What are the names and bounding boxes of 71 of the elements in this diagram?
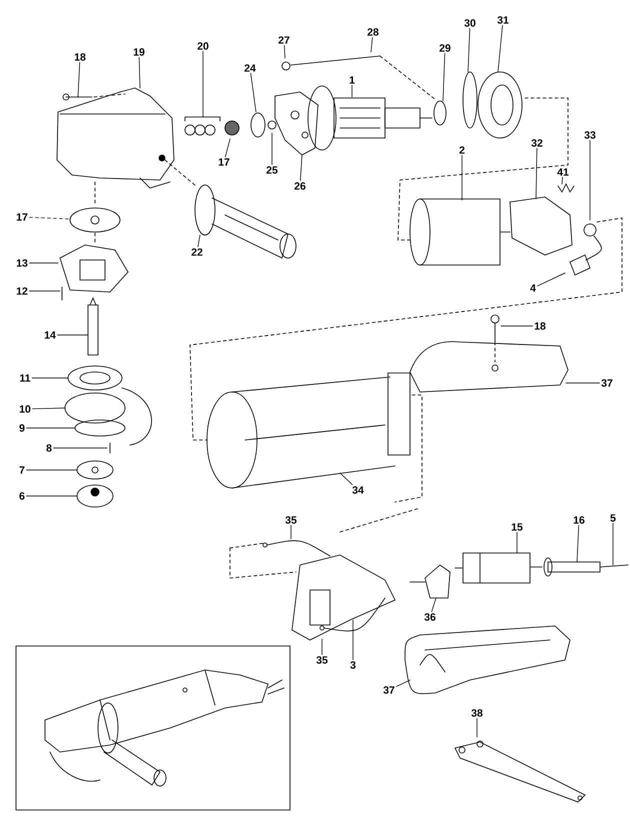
leader-line: [370, 36, 373, 52]
leader-line: [396, 680, 410, 687]
callout-number: 31: [497, 16, 509, 24]
leader-line: [576, 524, 580, 562]
callout-number: 15: [512, 523, 523, 531]
callout-number: 4: [530, 284, 536, 292]
callout-number: 13: [16, 259, 28, 267]
callout-number: 41: [557, 168, 569, 176]
callout-number: 17: [16, 213, 28, 221]
callout-number: 35: [316, 656, 328, 664]
leader-line: [468, 28, 470, 72]
callout-number: 19: [134, 48, 144, 56]
leader-line: [32, 408, 66, 410]
leader-line: [537, 272, 566, 286]
leader-line: [340, 472, 353, 486]
callout-number: 34: [352, 486, 364, 494]
leader-line: [352, 620, 354, 660]
callout-number: 16: [574, 516, 584, 524]
callout-number: 8: [46, 444, 52, 452]
leader-line: [612, 522, 614, 566]
callout-number: 37: [383, 686, 394, 694]
leader-line: [442, 52, 446, 102]
callout-number: 11: [20, 374, 30, 382]
leader-line: [138, 56, 140, 88]
callout-number: 5: [610, 514, 616, 522]
callout-number: 18: [534, 322, 546, 330]
callout-number: 26: [294, 182, 306, 190]
leader-line: [78, 62, 80, 98]
callout-number: 38: [471, 709, 482, 717]
leader-line: [476, 718, 478, 738]
callout-number: 1: [350, 76, 355, 84]
callout-number: 3: [350, 661, 356, 669]
callout-number: 29: [440, 44, 450, 52]
callout-number: 17: [218, 158, 230, 166]
callout-number: 27: [278, 36, 290, 44]
leader-line: [562, 176, 563, 184]
callout-number: 20: [198, 42, 208, 50]
leader-line: [498, 24, 503, 72]
leader-line: [290, 524, 292, 540]
callout-number: 22: [192, 248, 202, 256]
callout-number: 24: [244, 64, 256, 72]
callout-number: 7: [20, 466, 24, 474]
callout-number: 9: [19, 424, 25, 432]
leader-line: [198, 234, 200, 248]
leader-line: [57, 334, 88, 336]
callout-number: 14: [44, 331, 56, 339]
leader-line: [516, 532, 518, 554]
callout-number: 18: [74, 53, 86, 61]
callout-number: 2: [459, 146, 464, 154]
leader-line: [29, 290, 60, 292]
leader-line: [284, 44, 286, 58]
leader-line: [225, 138, 230, 158]
leader-line: [250, 72, 256, 112]
callout-number: 35: [285, 516, 297, 524]
leader-line: [566, 382, 600, 384]
callout-number: 25: [266, 166, 278, 174]
callout-number: 30: [464, 19, 476, 27]
callout-number: 12: [16, 287, 28, 295]
callout-number: 36: [424, 613, 436, 621]
callout-number: 32: [531, 139, 542, 147]
leader-line: [431, 598, 436, 612]
leader-line: [202, 50, 204, 118]
callout-number: 6: [19, 492, 25, 500]
leader-line: [300, 154, 302, 182]
callout-number: 33: [584, 131, 596, 139]
callout-number: 10: [20, 405, 30, 413]
leader-line: [536, 148, 538, 200]
callout-number: 28: [368, 28, 378, 36]
callout-number: 37: [601, 379, 612, 387]
leader-line: [29, 216, 70, 220]
leader-line: [29, 262, 58, 264]
